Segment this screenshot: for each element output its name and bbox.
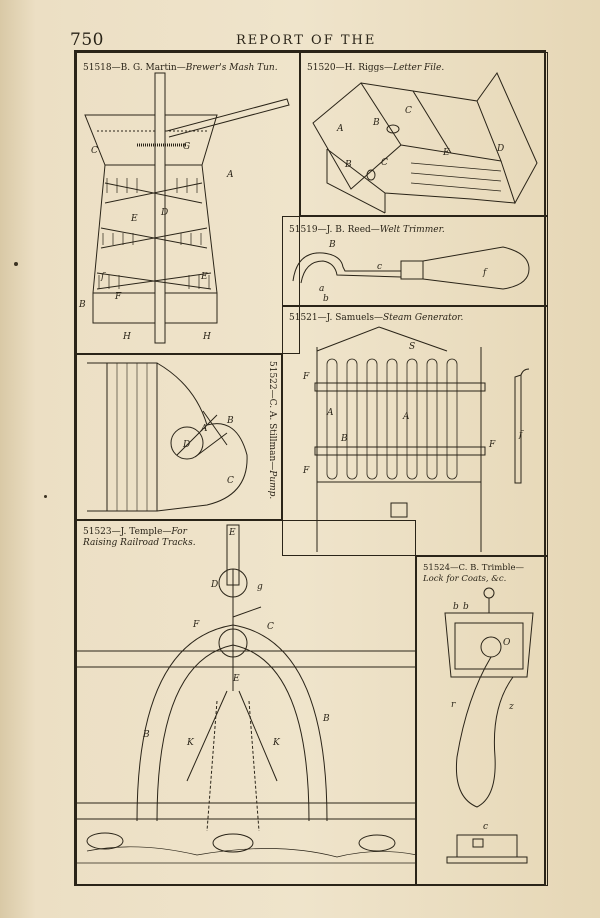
- coat-lock-label: z: [508, 702, 514, 712]
- letter-file-label: D: [496, 144, 504, 154]
- coat-lock-label: O: [503, 638, 511, 648]
- welt-trimmer-label: c: [377, 262, 382, 272]
- rail-jack-label: B: [142, 730, 150, 740]
- coat-lock-label: b: [453, 602, 459, 612]
- coat-lock-label: c: [483, 822, 488, 832]
- rail-jack-label: F: [192, 620, 200, 630]
- welt-trimmer-drawing: B c f a b: [292, 240, 530, 304]
- figure-51519-caption: 51519—J. B. Reed—Welt Trimmer.: [289, 225, 445, 235]
- mash-tun-label: H: [202, 332, 211, 342]
- figure-51519-panel: 51519—J. B. Reed—Welt Trimmer. B c f a b: [282, 216, 548, 306]
- letter-file-label: B: [344, 160, 352, 170]
- steam-generator-label: F: [488, 440, 496, 450]
- welt-trimmer-label: a: [319, 284, 324, 294]
- figure-51520-panel: 51520—H. Riggs—Letter File. A B C D E B …: [300, 52, 548, 216]
- rail-jack-label: K: [186, 738, 195, 748]
- figure-51524-caption: 51524—C. B. Trimble— Lock for Coats, &c.: [423, 563, 524, 584]
- mash-tun-label: A: [226, 170, 234, 180]
- rail-jack-label: B: [322, 714, 330, 724]
- mash-tun-label: f: [100, 272, 106, 282]
- figure-51518-caption: 51518—B. G. Martin—Brewer's Mash Tun.: [83, 63, 278, 73]
- pump-label: D: [182, 440, 190, 450]
- running-head: REPORT OF THE: [236, 33, 377, 48]
- steam-generator-label: A: [402, 412, 410, 422]
- letter-file-label: E: [442, 148, 450, 158]
- coat-lock-drawing: b b O r z c: [444, 587, 534, 864]
- mash-tun-label: H: [122, 332, 131, 342]
- mash-tun-drawing: C G A E D F B f E H H: [78, 72, 290, 344]
- rail-jack-drawing: E D g F C E B B K K: [77, 524, 415, 864]
- figure-51520-caption: 51520—H. Riggs—Letter File.: [307, 63, 445, 73]
- mash-tun-label: D: [160, 208, 168, 218]
- steam-generator-label: f: [518, 430, 524, 440]
- steam-generator-label: B: [340, 434, 348, 444]
- mash-tun-label: C: [91, 146, 98, 156]
- coat-lock-label: r: [451, 700, 456, 710]
- pump-drawing: B A D C: [87, 362, 248, 512]
- figure-51523-panel: 51523—J. Temple—For Raising Railroad Tra…: [76, 520, 416, 886]
- mash-tun-label: F: [114, 292, 122, 302]
- mash-tun-label: G: [183, 142, 190, 152]
- letter-file-label: C: [381, 158, 388, 168]
- pump-label: B: [226, 416, 234, 426]
- mash-tun-label: E: [200, 272, 208, 282]
- steam-generator-label: S: [409, 342, 415, 352]
- rail-jack-label: C: [267, 622, 274, 632]
- rail-jack-label: K: [272, 738, 281, 748]
- figure-51518-panel: 51518—B. G. Martin—Brewer's Mash Tun.: [76, 52, 300, 354]
- figure-51521-panel: 51521—J. Samuels—Steam Generator.: [282, 306, 548, 556]
- figure-51521-caption: 51521—J. Samuels—Steam Generator.: [289, 313, 464, 323]
- steam-generator-drawing: S F A A B F F f: [302, 326, 530, 552]
- letter-file-label: A: [336, 124, 344, 134]
- welt-trimmer-label: b: [323, 294, 329, 304]
- pump-label: C: [227, 476, 234, 486]
- paper-speck: [14, 262, 18, 266]
- letter-file-label: C: [405, 106, 412, 116]
- figure-51524-panel: 51524—C. B. Trimble— Lock for Coats, &c.…: [416, 556, 548, 886]
- rail-jack-label: E: [232, 674, 240, 684]
- figure-51523-caption: 51523—J. Temple—For Raising Railroad Tra…: [83, 527, 196, 548]
- rail-jack-label: g: [257, 582, 263, 592]
- mash-tun-label: B: [78, 300, 86, 310]
- paper-speck: [44, 495, 47, 498]
- pump-label: A: [200, 424, 208, 434]
- steam-generator-label: F: [302, 372, 310, 382]
- welt-trimmer-label: B: [328, 240, 336, 250]
- coat-lock-label: b: [463, 602, 469, 612]
- page-number: 750: [70, 30, 104, 50]
- mash-tun-label: E: [130, 214, 138, 224]
- welt-trimmer-label: f: [482, 268, 488, 278]
- steam-generator-label: A: [326, 408, 334, 418]
- rail-jack-label: E: [228, 528, 236, 538]
- figure-51522-panel: 51522—C. A. Stillman—Pump. B A D C: [76, 354, 282, 520]
- steam-generator-label: F: [302, 466, 310, 476]
- plate-frame: 51518—B. G. Martin—Brewer's Mash Tun.: [74, 50, 548, 886]
- letter-file-label: B: [372, 118, 380, 128]
- letter-file-drawing: A B C D E B C: [312, 71, 538, 214]
- rail-jack-label: D: [210, 580, 218, 590]
